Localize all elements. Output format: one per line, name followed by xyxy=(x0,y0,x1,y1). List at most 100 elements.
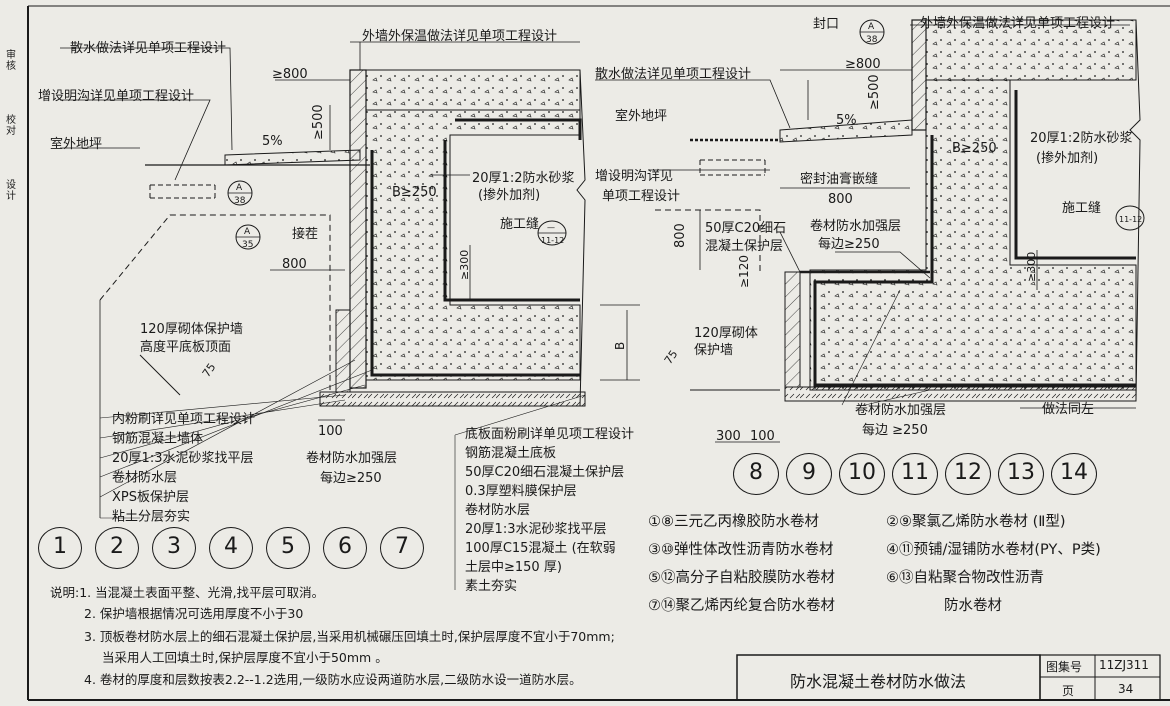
variant-circle-12: 12 xyxy=(945,453,991,495)
left-insulation-layer xyxy=(349,69,367,389)
left-ditch xyxy=(149,184,216,199)
right-dim-300: ≥300 xyxy=(1025,252,1038,282)
right-label-grade: 室外地坪 xyxy=(615,108,667,124)
left-label-ditch: 增设明沟详见单项工程设计 xyxy=(38,89,194,104)
left-ref-1112-top: — xyxy=(547,223,555,232)
variant-circle-14: 14 xyxy=(1051,453,1097,495)
right-label-drain: 散水做法详见单项工程设计 xyxy=(595,67,751,82)
right-ditch xyxy=(699,159,766,176)
left-base-concrete xyxy=(319,391,586,407)
variant-circle-9: 9 xyxy=(786,453,832,495)
floor-layer-3: 50厚C20细石混凝土保护层 xyxy=(465,464,624,480)
right-label-prot: 50厚C20细石 xyxy=(705,221,786,236)
page-number: 34 xyxy=(1118,682,1134,696)
note-3: 3. 顶板卷材防水层上的细石混凝土保护层,当采用机械碾压回填土时,保护层厚度不宜… xyxy=(84,629,615,644)
right-dim-300b: 300 xyxy=(716,429,741,444)
variant-circle-13: 13 xyxy=(998,453,1044,495)
variant-circle-5: 5 xyxy=(266,527,310,569)
page-label: 页 xyxy=(1062,684,1075,698)
note-2: 2. 保护墙根据情况可选用厚度不小于30 xyxy=(84,606,304,621)
right-slope: 5% xyxy=(836,113,857,128)
variant-circle-4: 4 xyxy=(209,527,253,569)
note-1: 说明:1. 当混凝土表面平整、光滑,找平层可取消。 xyxy=(50,585,325,600)
floor-layer-2: 钢筋混凝土底板 xyxy=(465,445,556,461)
right-membrane-inner xyxy=(1014,90,1136,260)
left-dim-800top: ≥800 xyxy=(272,67,308,82)
atlas-label: 图集号 xyxy=(1046,660,1083,674)
right-label-wall120b: 保护墙 xyxy=(694,343,733,358)
legend-item-4: ④⑪预铺/湿铺防水卷材(PY、P类) xyxy=(886,542,1101,558)
left-label-joint: 施工缝 xyxy=(500,217,539,232)
left-roof-slab xyxy=(365,69,581,111)
right-detail: 封口 外墙外保温做法详见单项工程设计 散水做法详见单项工程设计 ≥800 ≥50… xyxy=(595,16,1145,444)
right-membrane-outer xyxy=(813,135,1136,387)
right-dim-800top: ≥800 xyxy=(845,57,881,72)
legend-item-6: ⑥⑬自粘聚合物改性沥青 xyxy=(886,570,1044,586)
left-detail: 散水做法详见单项工程设计 增设明沟详见单项工程设计 室外地坪 外墙外保温做法详见… xyxy=(38,29,640,594)
variant-circle-11: 11 xyxy=(892,453,938,495)
legend-item-2: ②⑨聚氯乙烯防水卷材 (Ⅱ型) xyxy=(886,514,1066,530)
right-dim-800v: 800 xyxy=(673,223,688,248)
left-dim-300: ≥300 xyxy=(458,250,471,280)
left-apron xyxy=(224,149,361,166)
left-dim-100: 100 xyxy=(318,424,343,439)
right-protection-wall xyxy=(784,271,801,388)
left-label-wall120b: 高度平底板顶面 xyxy=(140,339,231,355)
wall-layer-4: 卷材防水层 xyxy=(112,470,177,486)
left-ref-1112-number: 11-12 xyxy=(541,236,564,245)
side-check: 校对 xyxy=(6,115,16,137)
atlas-number: 11ZJ311 xyxy=(1099,658,1149,672)
floor-layer-7: 100厚C15混凝土 (在软弱 xyxy=(465,540,616,556)
left-label-mortar: 20厚1:2防水砂浆 xyxy=(472,170,574,186)
left-label-insul: 外墙外保温做法详见单项工程设计 xyxy=(362,29,557,44)
right-label-sealjoint: 密封油膏嵌缝 xyxy=(800,171,878,187)
variant-circle-10: 10 xyxy=(839,453,885,495)
left-label-drain: 散水做法详见单项工程设计 xyxy=(70,41,226,56)
floor-layer-6: 20厚1:3水泥砂浆找平层 xyxy=(465,522,606,537)
right-label-insul: 外墙外保温做法详见单项工程设计 xyxy=(920,16,1115,31)
title-block-frame xyxy=(736,654,1161,701)
left-slope: 5% xyxy=(262,134,283,149)
left-ref-a35-number: 35 xyxy=(242,240,253,250)
right-label-same: 做法同左 xyxy=(1042,402,1094,417)
right-label-wall120: 120厚砌体 xyxy=(694,326,758,341)
right-apron xyxy=(779,119,913,143)
right-roof-slab xyxy=(925,19,1137,81)
left-dim-b250: B≥250 xyxy=(392,185,437,200)
wall-layer-5: XPS板保护层 xyxy=(112,490,189,505)
left-wall-and-floor xyxy=(365,109,581,381)
right-label-reinf-bot: 卷材防水加强层 xyxy=(855,402,946,418)
right-label-seal: 封口 xyxy=(813,17,839,32)
left-label-reinf: 卷材防水加强层 xyxy=(306,450,397,466)
right-label-ditch: 增设明沟详见 xyxy=(595,169,673,184)
right-ref-1112-number: 11-12 xyxy=(1119,215,1142,224)
left-ref-a38-letter: A xyxy=(236,183,243,193)
right-excavation-line xyxy=(655,209,761,272)
note-4: 4. 卷材的厚度和层数按表2.2--1.2选用,一级防水应设两道防水层,二级防水… xyxy=(84,672,582,687)
right-label-mortar2: (掺外加剂) xyxy=(1036,150,1098,166)
floor-layer-1: 底板面粉刷详单见项工程设计 xyxy=(465,426,634,442)
right-dim-100: 100 xyxy=(750,429,775,444)
left-ref-a38-number: 38 xyxy=(234,196,246,206)
right-label-prot2: 混凝土保护层 xyxy=(705,238,783,254)
left-dim-800: 800 xyxy=(282,257,307,272)
note-3-cont: 当采用人工回填土时,保护层厚度不宜小于50mm 。 xyxy=(102,650,388,665)
left-membrane-outer xyxy=(370,150,580,377)
variant-circle-1: 1 xyxy=(38,527,82,569)
wall-layer-2: 钢筋混凝土墙体 xyxy=(112,431,203,447)
legend-item-7: ⑦⑭聚乙烯丙纶复合防水卷材 xyxy=(648,598,835,614)
variant-circle-3: 3 xyxy=(152,527,196,569)
left-label-lap: 接茬 xyxy=(292,226,318,242)
right-label-reinf-top2: 每边≥250 xyxy=(818,236,880,252)
right-angle-75: 75 xyxy=(662,348,681,367)
right-dim-500: ≥500 xyxy=(867,74,882,110)
right-dim-b250: B≥250 xyxy=(952,141,997,156)
left-dim-500: ≥500 xyxy=(311,104,326,140)
left-wall-layer-list: 内粉刷详见单项工程设计钢筋混凝土墙体20厚1:3水泥砂浆找平层卷材防水层XPS板… xyxy=(112,411,255,525)
floor-layer-4: 0.3厚塑料膜保护层 xyxy=(465,484,577,499)
right-break-line xyxy=(1129,19,1141,401)
left-protection-wall xyxy=(335,309,351,393)
